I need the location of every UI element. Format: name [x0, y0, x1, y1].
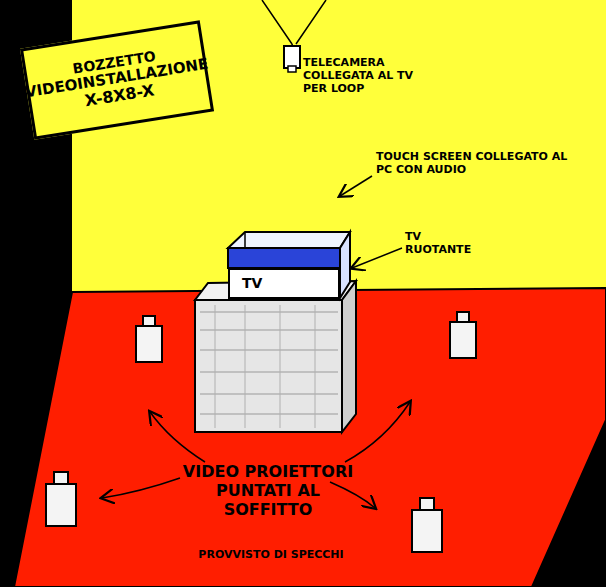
projectors-label: VIDEO PROIETTORI PUNTATI AL SOFFITTO: [176, 462, 360, 520]
rotating-tv-label: TV RUOTANTE: [405, 230, 487, 256]
pedestal: [195, 281, 356, 432]
touch-screen-label: TOUCH SCREEN COLLEGATO AL PC CON AUDIO: [376, 150, 571, 176]
camera-lens: [288, 66, 296, 72]
projector-symbol: [46, 312, 476, 552]
floor: [14, 288, 606, 587]
mirrors-label: PROVVISTO DI SPECCHI: [186, 548, 356, 561]
camera-cable: [262, 0, 326, 50]
glass-case: [228, 232, 350, 298]
camera-symbol: [284, 46, 300, 68]
tv-box: TV: [228, 268, 340, 299]
camera-label: TELECAMERA COLLEGATA AL TV PER LOOP: [303, 56, 423, 96]
node-text: TV: [242, 275, 262, 291]
leader-arrow: [102, 176, 410, 508]
